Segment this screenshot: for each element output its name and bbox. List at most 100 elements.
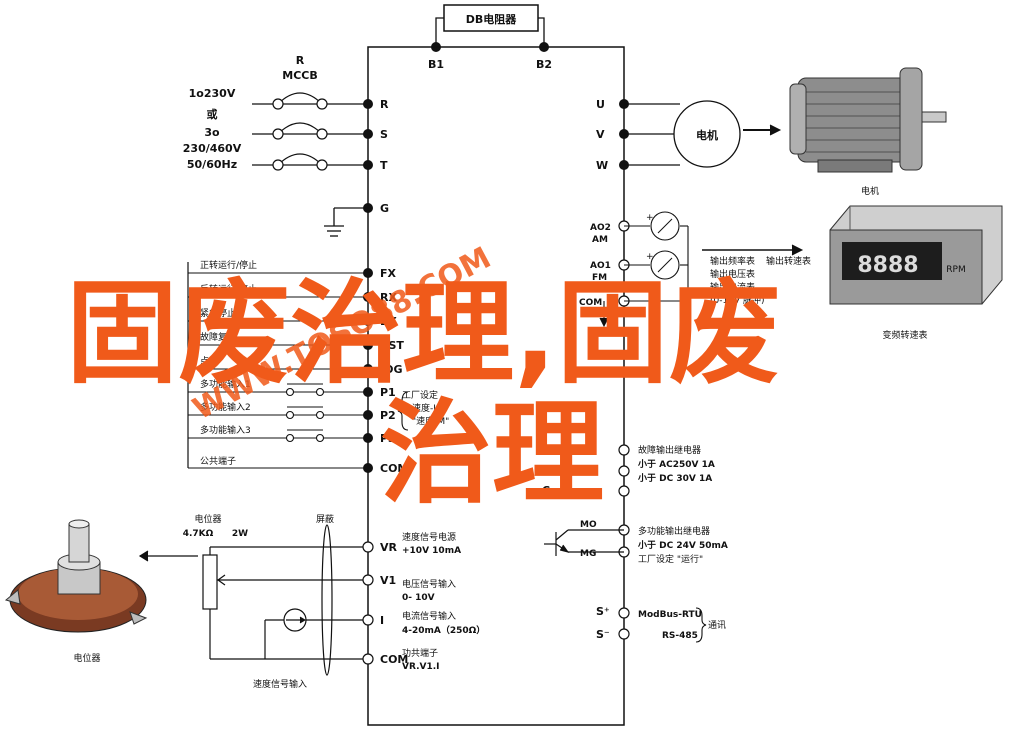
supply-line-2: 或 <box>207 107 218 121</box>
modbus-label: ModBus-RTU <box>638 610 702 620</box>
terminal-am: AM <box>592 235 608 245</box>
terminal-ao2: AO2 <box>590 223 611 233</box>
out-current-label: 输出电流表 <box>710 281 755 293</box>
terminal-com: COM <box>380 462 408 475</box>
terminal-ao1: AO1 <box>590 261 611 271</box>
input-reset-label: 故障复位 <box>200 331 236 343</box>
comm-label: 通讯 <box>708 620 726 631</box>
mo-desc-1: 多功能输出继电器 <box>638 525 710 537</box>
inverter-box <box>367 46 625 726</box>
out-voltage-label: 输出电压表 <box>710 268 755 280</box>
terminal-r: R <box>380 98 389 111</box>
terminal-p3: P3 <box>380 432 396 445</box>
terminal-rst: RST <box>380 339 404 352</box>
terminal-rx: RX <box>380 291 397 304</box>
terminal-s-plus: S⁺ <box>596 605 610 618</box>
supply-line-3: 3o <box>204 126 220 139</box>
supply-line-4: 230/460V <box>183 142 242 155</box>
speed-m-label: "速度-M" <box>412 415 449 427</box>
factory-setting-label: 工厂设定 <box>402 389 438 401</box>
mccb-breaker-icon <box>252 92 368 171</box>
shield-label: 屏蔽 <box>316 513 334 525</box>
terminal-b: B <box>542 463 550 476</box>
tachometer-caption: 变频转速表 <box>882 329 927 341</box>
terminal-c: C <box>542 484 550 497</box>
terminal-s: S <box>380 128 388 141</box>
terminal-a: A <box>542 443 551 456</box>
input-common-label: 公共端子 <box>200 455 236 467</box>
mccb-label: MCCB <box>282 69 317 82</box>
vr-desc-2: +10V 10mA <box>402 546 461 556</box>
input-multi1-label: 多功能输入1 <box>200 378 251 390</box>
db-resistor-label: DB电阻器 <box>466 12 518 26</box>
com-desc-2: VR.V1.I <box>402 662 439 672</box>
motor-image <box>789 67 947 173</box>
terminal-b1: B1 <box>428 58 444 71</box>
terminal-i: I <box>380 614 384 627</box>
pot-wiring <box>138 524 368 676</box>
rs485-label: RS-485 <box>662 631 698 641</box>
out-speed-label: 输出转速表 <box>766 255 811 267</box>
terminal-u: U <box>596 98 605 111</box>
v1-desc-2: 0- 10V <box>402 593 435 603</box>
input-rev-label: 反转运行/停止 <box>200 283 257 295</box>
out-range-label: (0-10V 脉冲) <box>710 294 764 306</box>
supply-line-1: 1o230V <box>189 87 236 100</box>
terminal-v: V <box>596 128 605 141</box>
input-multi3-label: 多功能输入3 <box>200 424 251 436</box>
input-estop-label: 紧急停止 <box>200 307 236 319</box>
svg-text:+: + <box>646 213 654 223</box>
i-desc-1: 电流信号输入 <box>402 610 456 622</box>
tachometer-image <box>829 205 1003 305</box>
motor-circle-label: 电机 <box>696 128 718 142</box>
input-jog-label: 点动 <box>200 356 218 367</box>
mccb-r-label: R <box>296 54 305 67</box>
v1-desc-1: 电压信号输入 <box>402 578 456 590</box>
pot-caption: 电位器 <box>73 652 100 664</box>
vr-desc-1: 速度信号电源 <box>402 531 456 543</box>
watermark-line-2: 治理 <box>380 389 604 519</box>
svg-text:+: + <box>646 252 654 262</box>
ground-icon <box>324 207 368 237</box>
i-desc-2: 4-20mA（250Ω） <box>402 625 485 636</box>
terminal-b2: B2 <box>536 58 552 71</box>
terminal-vr: VR <box>380 541 398 554</box>
terminal-p2: P2 <box>380 409 396 422</box>
terminal-t: T <box>380 159 388 172</box>
relay-desc-1: 故障输出继电器 <box>638 444 701 456</box>
mo-desc-3: 工厂设定 "运行" <box>638 553 703 565</box>
transistor-icon <box>544 529 624 556</box>
com-desc-1: 功共端子 <box>402 647 438 659</box>
terminal-com-out: COM <box>579 298 602 308</box>
terminal-w: W <box>596 159 608 172</box>
watermark-line-1: 固废治理,固废 <box>66 269 781 399</box>
mo-desc-2: 小于 DC 24V 50mA <box>637 539 728 551</box>
terminal-com-analog: COM <box>380 653 408 666</box>
motor-symbol-icon <box>673 100 741 168</box>
terminal-g: G <box>380 202 389 215</box>
terminal-s-minus: S⁻ <box>596 628 610 641</box>
tachometer-unit: RPM <box>946 265 965 275</box>
pot-label: 电位器 <box>194 513 221 525</box>
input-multi2-label: 多功能输入2 <box>200 401 251 413</box>
pot-value: 4.7KΩ <box>183 529 214 539</box>
relay-desc-2: 小于 AC250V 1A <box>637 458 715 470</box>
potentiometer-image <box>4 519 148 633</box>
terminal-fx: FX <box>380 267 397 280</box>
speed-l-label: 速度-L <box>412 402 438 414</box>
supply-line-5: 50/60Hz <box>187 158 237 171</box>
tachometer-display: 8888 <box>857 253 918 278</box>
terminal-v1: V1 <box>380 574 396 587</box>
input-fwd-label: 正转运行/停止 <box>200 259 257 271</box>
terminal-mg: MG <box>580 549 596 559</box>
terminal-jog: JOG <box>379 363 402 376</box>
terminal-bx: BX <box>380 315 397 328</box>
speed-input-label: 速度信号输入 <box>253 678 307 690</box>
out-freq-label: 输出频率表 <box>710 255 755 267</box>
pot-watt: 2W <box>232 529 248 539</box>
input-switches <box>188 272 368 469</box>
terminal-mo: MO <box>580 520 597 530</box>
control-inputs: 正转运行/停止 反转运行/停止 紧急停止 故障复位 点动 多功能输入1 多功能输… <box>200 259 257 467</box>
